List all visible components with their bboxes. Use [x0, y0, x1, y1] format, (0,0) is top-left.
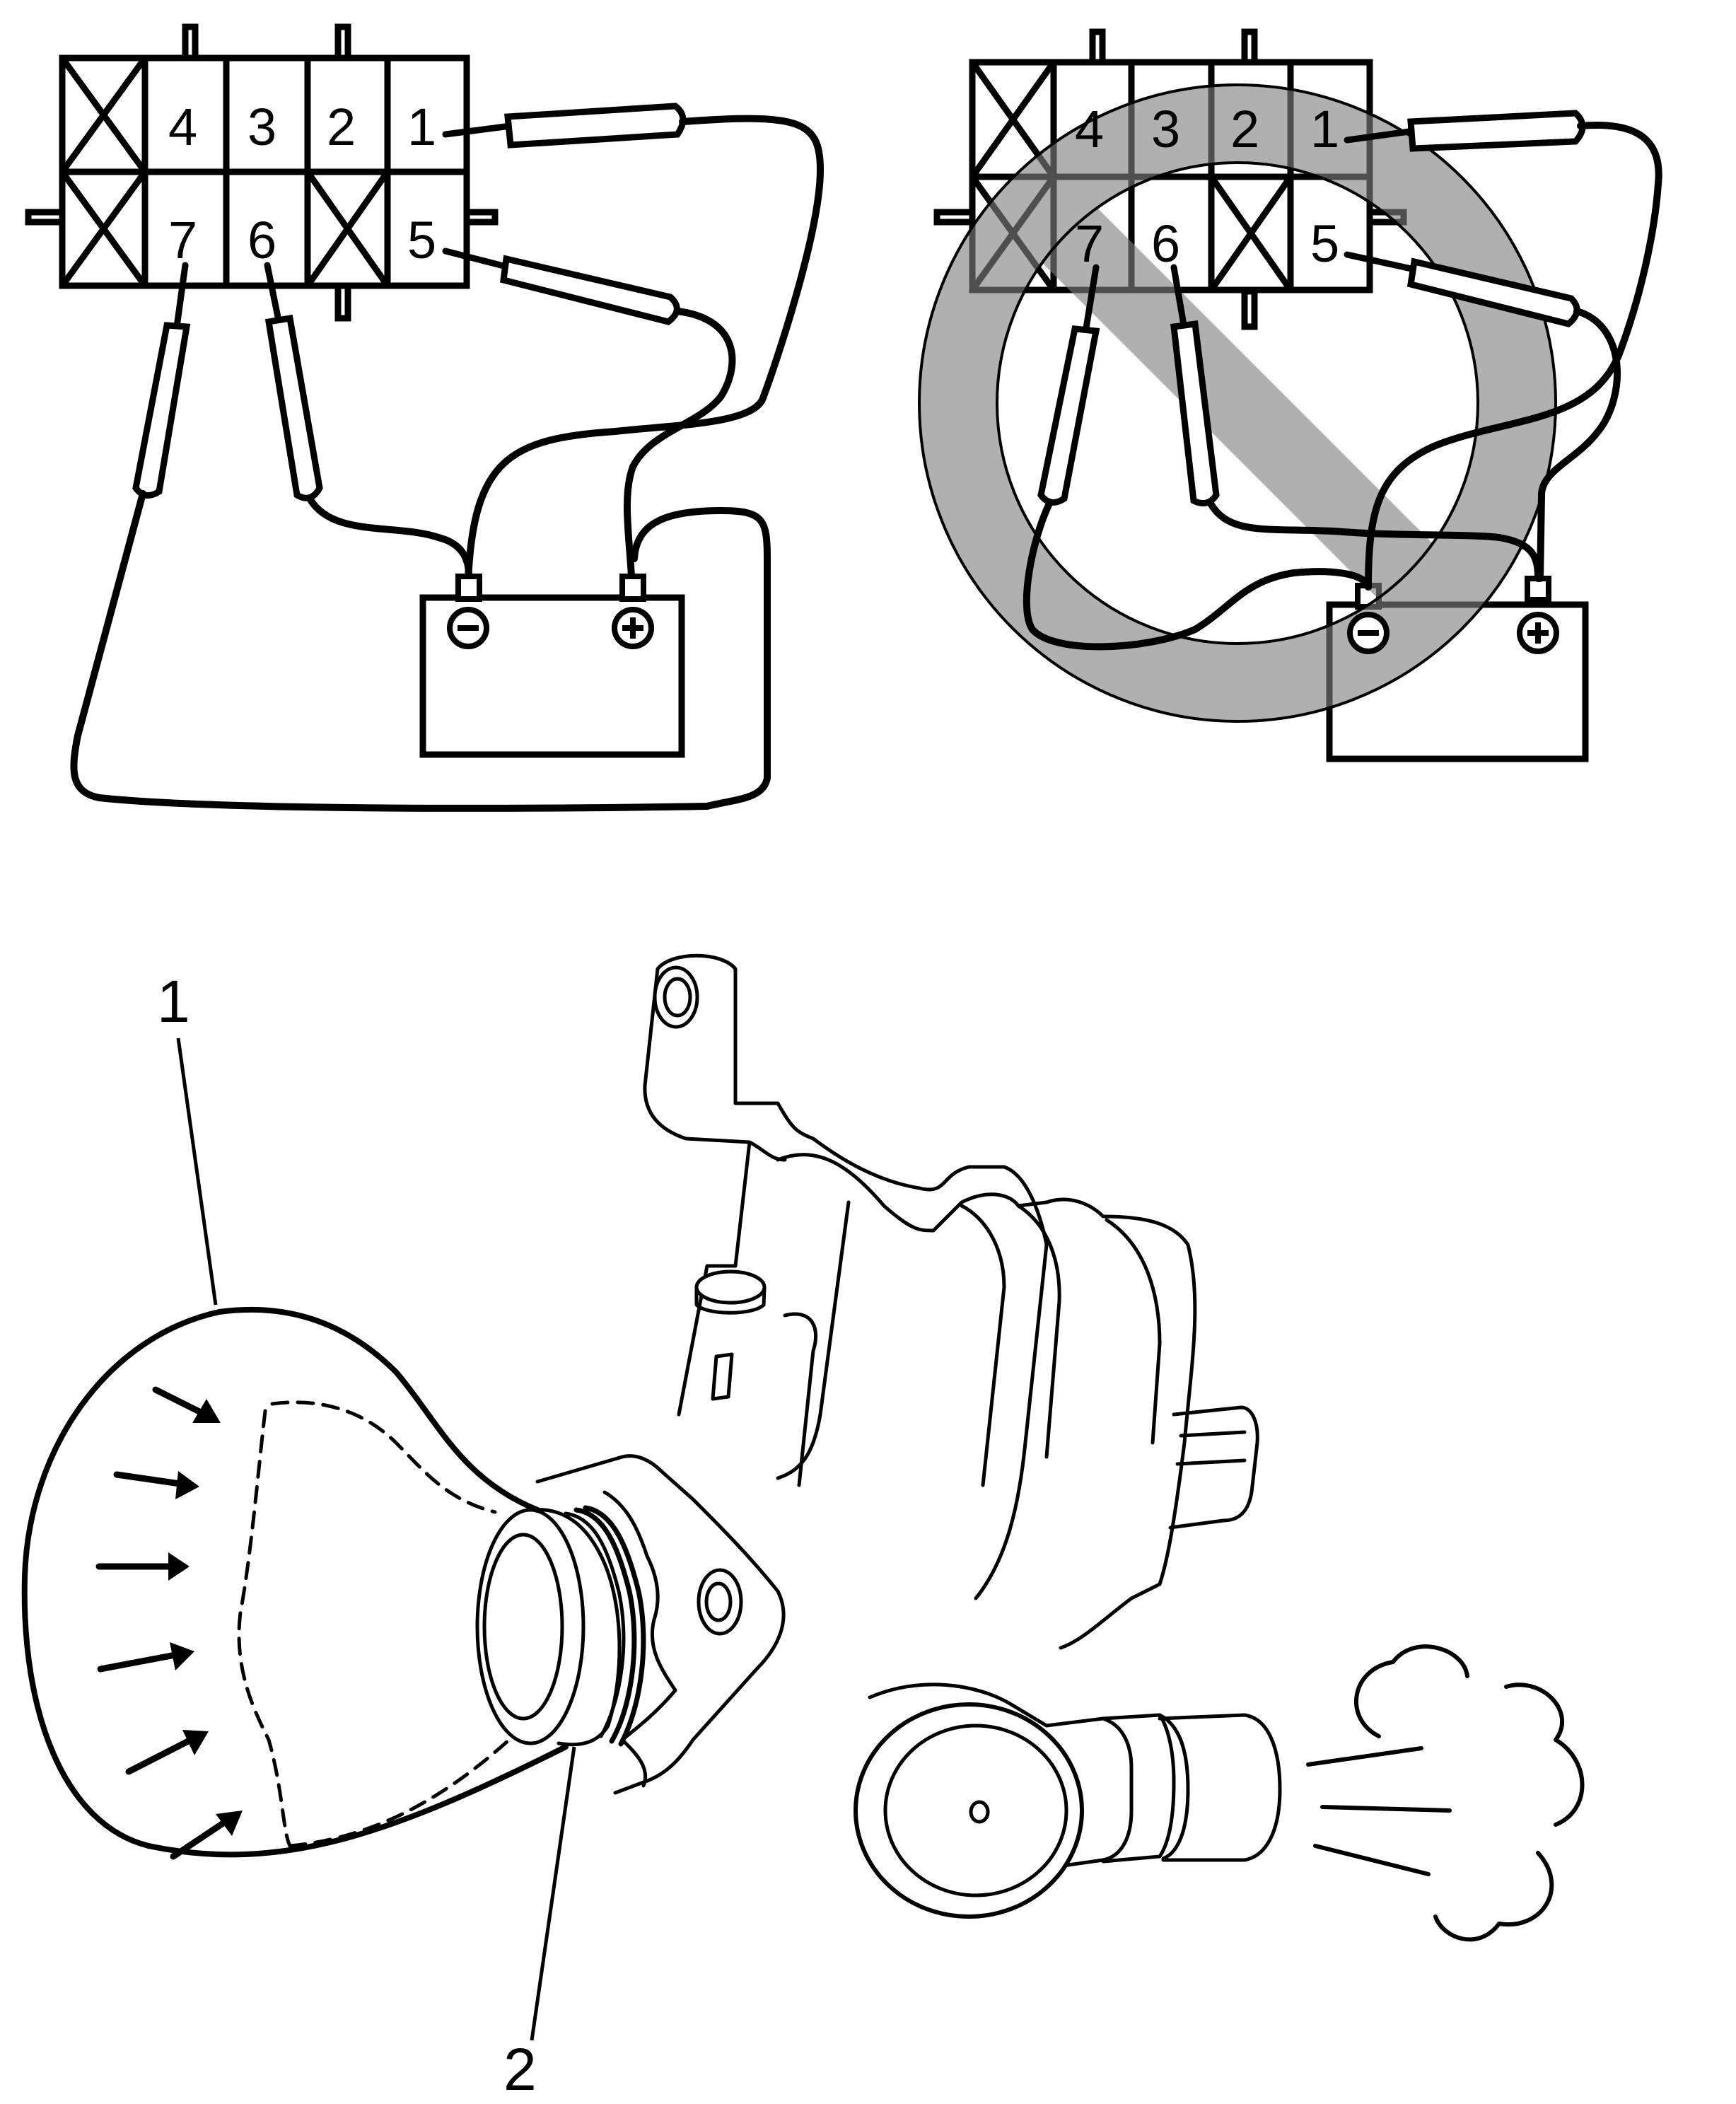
mounting-bracket — [643, 953, 1006, 1417]
pin-labels-incorrect: 4 3 2 1 7 6 5 — [1075, 100, 1339, 273]
pin-label: 6 — [247, 211, 276, 269]
inlet-flange — [535, 1454, 786, 1795]
test-leads-correct — [132, 103, 687, 501]
mounting-pin — [694, 1269, 767, 1401]
pin-label: 1 — [407, 98, 436, 156]
pin-labels-correct: 4 3 2 1 7 6 5 — [168, 98, 436, 269]
prohibited-sign-outline — [918, 83, 1557, 723]
pin-label: 6 — [1151, 214, 1180, 273]
battery-correct — [419, 574, 685, 758]
side-port — [1168, 1405, 1259, 1530]
incorrect-wiring-diagram: 4 3 2 1 7 6 5 — [918, 28, 1662, 762]
correct-wiring-diagram: 4 3 2 1 7 6 5 — [25, 23, 825, 812]
wires-incorrect — [1023, 122, 1662, 651]
wires-correct — [70, 115, 825, 812]
pin-label: 5 — [1310, 214, 1339, 273]
pin-label: 7 — [168, 211, 197, 269]
inlet-port — [475, 1505, 646, 1747]
arrow-icon — [152, 1386, 209, 1418]
callout-label: 2 — [503, 2036, 537, 2100]
leader-line — [176, 1038, 218, 1306]
vacuum-arrows — [95, 1386, 243, 1860]
arrow-icon — [97, 1651, 179, 1673]
outlet-port — [854, 1682, 1282, 1919]
pin-label: 3 — [1151, 100, 1180, 158]
arrow-icon — [125, 1736, 194, 1775]
arrow-icon — [170, 1818, 230, 1860]
pin-label: 1 — [1310, 100, 1339, 158]
pin-label: 4 — [168, 98, 197, 156]
pin-label: 5 — [407, 211, 436, 269]
connector-correct — [25, 23, 499, 322]
vacuum-bag — [21, 1306, 569, 1858]
test-leads-incorrect — [1037, 110, 1586, 507]
pin-label: 7 — [1075, 214, 1104, 273]
air-puff-icon — [1306, 1644, 1585, 1942]
callout-label: 1 — [157, 968, 190, 1035]
valve-assembly — [21, 953, 1585, 1942]
callout-1: 1 — [157, 968, 218, 1306]
arrow-icon — [113, 1471, 184, 1487]
callout-2: 2 — [503, 1746, 576, 2103]
leader-line — [530, 1746, 576, 2041]
pin-label: 3 — [247, 98, 276, 156]
pin-label: 4 — [1075, 100, 1104, 158]
battery-terminals-incorrect — [1347, 612, 1559, 654]
pin-label: 2 — [1230, 100, 1259, 158]
valve-body — [776, 1153, 1197, 1650]
pin-label: 2 — [327, 98, 356, 156]
